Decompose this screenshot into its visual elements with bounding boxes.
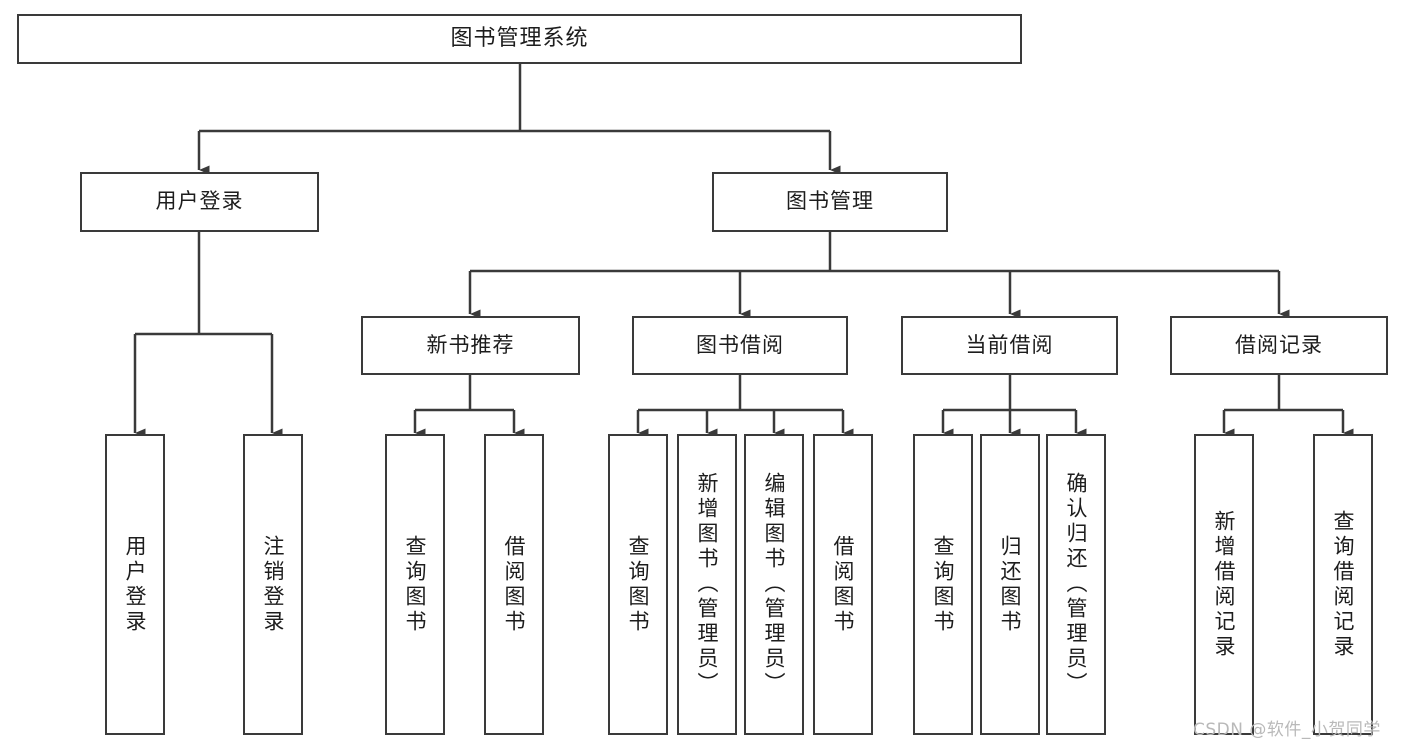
leaf-label: 借阅图书: [502, 534, 527, 635]
node-current-borrow-label: 当前借阅: [965, 332, 1054, 357]
leaf-label: 编辑图书（管理员）: [762, 472, 787, 697]
leaf-new-book-borrow[interactable]: 借阅图书: [484, 434, 544, 735]
leaf-label: 确认归还（管理员）: [1064, 472, 1089, 697]
leaf-label: 查询图书: [626, 534, 651, 635]
leaf-label: 借阅图书: [831, 534, 856, 635]
node-root[interactable]: 图书管理系统: [17, 14, 1022, 64]
leaf-current-borrow-query[interactable]: 查询图书: [913, 434, 973, 735]
node-book-borrow-label: 图书借阅: [696, 332, 784, 357]
leaf-book-borrow-query[interactable]: 查询图书: [608, 434, 668, 735]
node-user-login-label: 用户登录: [155, 189, 244, 214]
leaf-label: 注销登录: [261, 534, 286, 635]
leaf-label: 归还图书: [998, 534, 1023, 635]
leaf-label: 查询图书: [403, 534, 428, 635]
node-current-borrow[interactable]: 当前借阅: [901, 316, 1118, 375]
leaf-book-borrow-borrow[interactable]: 借阅图书: [813, 434, 873, 735]
leaf-user-login-logout[interactable]: 注销登录: [243, 434, 303, 735]
node-user-login[interactable]: 用户登录: [80, 172, 319, 232]
node-book-management-label: 图书管理: [786, 189, 874, 214]
leaf-current-borrow-return[interactable]: 归还图书: [980, 434, 1040, 735]
watermark: CSDN @软件_小贺同学: [1193, 720, 1381, 740]
leaf-borrow-record-add[interactable]: 新增借阅记录: [1194, 434, 1254, 735]
leaf-book-borrow-edit[interactable]: 编辑图书（管理员）: [744, 434, 804, 735]
leaf-label: 新增图书（管理员）: [695, 472, 720, 697]
node-root-label: 图书管理系统: [450, 25, 589, 51]
leaf-label: 新增借阅记录: [1212, 509, 1237, 660]
leaf-user-login-login[interactable]: 用户登录: [105, 434, 165, 735]
node-borrow-record[interactable]: 借阅记录: [1170, 316, 1388, 375]
node-book-management[interactable]: 图书管理: [712, 172, 948, 232]
leaf-label: 查询借阅记录: [1331, 509, 1356, 660]
leaf-current-borrow-confirm[interactable]: 确认归还（管理员）: [1046, 434, 1106, 735]
leaf-borrow-record-query[interactable]: 查询借阅记录: [1313, 434, 1373, 735]
leaf-new-book-query[interactable]: 查询图书: [385, 434, 445, 735]
node-new-book-recommend-label: 新书推荐: [426, 332, 515, 357]
leaf-label: 用户登录: [123, 534, 148, 635]
leaf-label: 查询图书: [931, 534, 956, 635]
node-new-book-recommend[interactable]: 新书推荐: [361, 316, 580, 375]
node-book-borrow[interactable]: 图书借阅: [632, 316, 848, 375]
node-borrow-record-label: 借阅记录: [1235, 332, 1323, 357]
leaf-book-borrow-add[interactable]: 新增图书（管理员）: [677, 434, 737, 735]
